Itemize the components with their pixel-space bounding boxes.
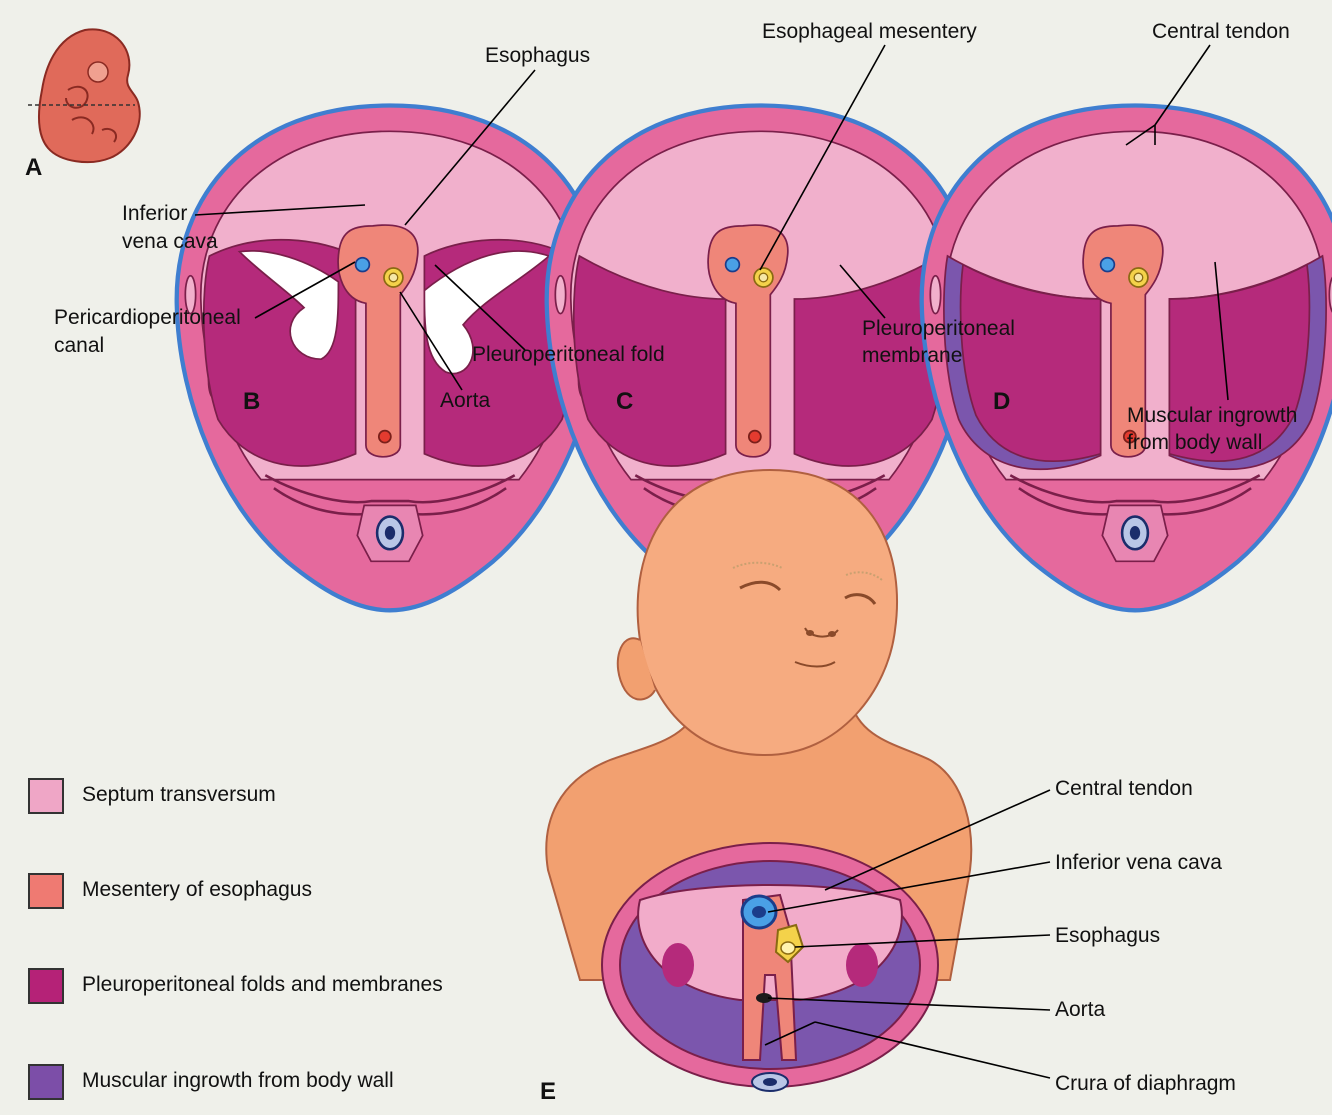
legend-label-muscular: Muscular ingrowth from body wall bbox=[82, 1069, 394, 1092]
panel-label-e: E bbox=[540, 1078, 557, 1105]
legend-label-pleuroperitoneal: Pleuroperitoneal folds and membranes bbox=[82, 973, 443, 996]
legend-swatch-muscular bbox=[28, 1064, 64, 1100]
label-crura-e: Crura of diaphragm bbox=[1055, 1072, 1236, 1095]
legend-swatch-mesentery bbox=[28, 873, 64, 909]
infant-illustration bbox=[545, 468, 973, 1092]
label-esophagus-e: Esophagus bbox=[1055, 924, 1161, 947]
label-ivc-b-line1: Inferior bbox=[122, 202, 188, 225]
label-ingrowth-d-line1: Muscular ingrowth bbox=[1127, 404, 1298, 427]
label-membrane-c-line1: Pleuroperitoneal bbox=[862, 317, 1015, 340]
panel-label-a: A bbox=[25, 154, 43, 181]
label-ingrowth-d-line2: from body wall bbox=[1127, 431, 1263, 454]
label-canal-b-line2: canal bbox=[54, 334, 105, 357]
panel-label-d: D bbox=[993, 388, 1011, 415]
label-aorta-b: Aorta bbox=[440, 389, 491, 412]
label-esophagus-b: Esophagus bbox=[485, 44, 591, 67]
label-tendon-e: Central tendon bbox=[1055, 777, 1193, 800]
label-canal-b-line1: Pericardioperitoneal bbox=[54, 306, 241, 329]
legend-label-mesentery: Mesentery of esophagus bbox=[82, 878, 312, 901]
legend-swatch-septum bbox=[28, 778, 64, 814]
cross-section-b bbox=[177, 105, 604, 610]
leader-lines bbox=[194, 44, 1229, 1079]
label-fold-b: Pleuroperitoneal fold bbox=[472, 343, 665, 366]
label-ivc-e: Inferior vena cava bbox=[1055, 851, 1222, 874]
label-tendon-d: Central tendon bbox=[1152, 20, 1290, 43]
label-membrane-c-line2: membrane bbox=[862, 344, 963, 367]
label-mesentery-c: Esophageal mesentery bbox=[762, 20, 977, 43]
panel-label-b: B bbox=[243, 388, 261, 415]
cross-section-d bbox=[922, 105, 1332, 610]
label-ivc-b-line2: vena cava bbox=[122, 230, 218, 253]
label-aorta-e: Aorta bbox=[1055, 998, 1106, 1021]
legend-label-septum: Septum transversum bbox=[82, 783, 276, 806]
panel-label-c: C bbox=[616, 388, 634, 415]
embryo-illustration bbox=[28, 28, 141, 164]
legend-swatch-pleuroperitoneal bbox=[28, 968, 64, 1004]
